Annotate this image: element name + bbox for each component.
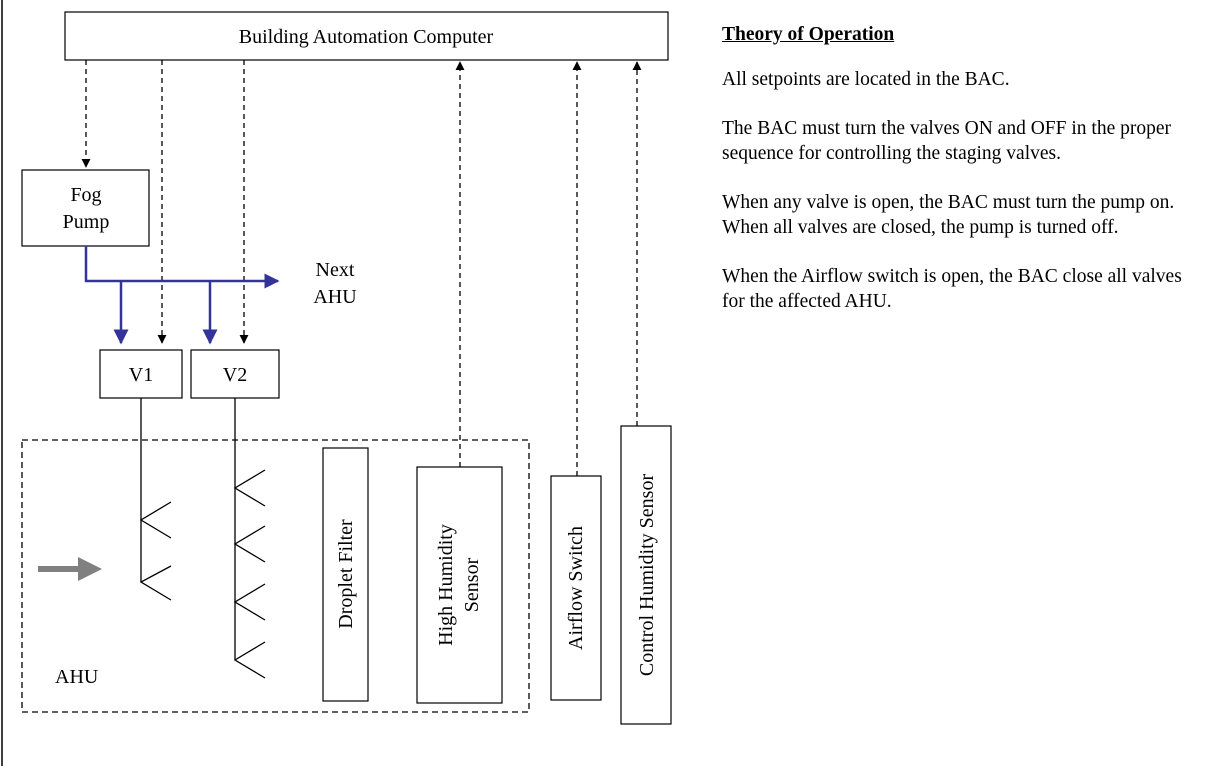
next-ahu-label-line2: AHU — [313, 286, 357, 308]
droplet-filter: Droplet Filter — [322, 447, 369, 702]
theory-paragraph-1: All setpoints are located in the BAC. — [722, 69, 1010, 90]
valve-v1-label: V1 — [129, 364, 153, 386]
theory-paragraph-3: When any valve is open, the BAC must tur… — [722, 192, 1175, 238]
theory-paragraph-4: When the Airflow switch is open, the BAC… — [722, 266, 1182, 312]
supply-lines — [84, 246, 280, 345]
fog-pump-label-line1: Fog — [70, 184, 101, 206]
control-humidity-label: Control Humidity Sensor — [636, 474, 658, 677]
v1-nozzle-manifold — [139, 398, 172, 601]
bac-box: Building Automation Computer — [64, 11, 669, 61]
valve-v2-label: V2 — [223, 364, 247, 386]
theory-of-operation: Theory of Operation All setpoints are lo… — [722, 22, 1202, 338]
ahu-enclosure — [21, 439, 530, 713]
valve-v2: V2 — [190, 349, 280, 399]
bac-label: Building Automation Computer — [239, 26, 494, 48]
fog-pump-label-line2: Pump — [63, 211, 110, 233]
droplet-filter-label: Droplet Filter — [335, 519, 357, 629]
high-humidity-label-line1: High Humidity — [435, 524, 457, 646]
theory-paragraph-2: The BAC must turn the valves ON and OFF … — [722, 118, 1171, 164]
valve-v1: V1 — [99, 349, 183, 399]
airflow-switch-label: Airflow Switch — [565, 526, 587, 650]
theory-heading: Theory of Operation — [722, 24, 895, 45]
high-humidity-sensor: High Humidity Sensor — [416, 466, 503, 704]
ahu-label: AHU — [55, 666, 99, 688]
airflow-arrow — [38, 557, 102, 581]
control-humidity-sensor: Control Humidity Sensor — [620, 425, 672, 725]
fog-pump-box: Fog Pump — [21, 169, 150, 247]
next-ahu-label-line1: Next — [316, 259, 355, 281]
airflow-switch: Airflow Switch — [550, 475, 602, 701]
v2-nozzle-manifold — [233, 398, 266, 679]
high-humidity-label-line2: Sensor — [461, 557, 483, 612]
